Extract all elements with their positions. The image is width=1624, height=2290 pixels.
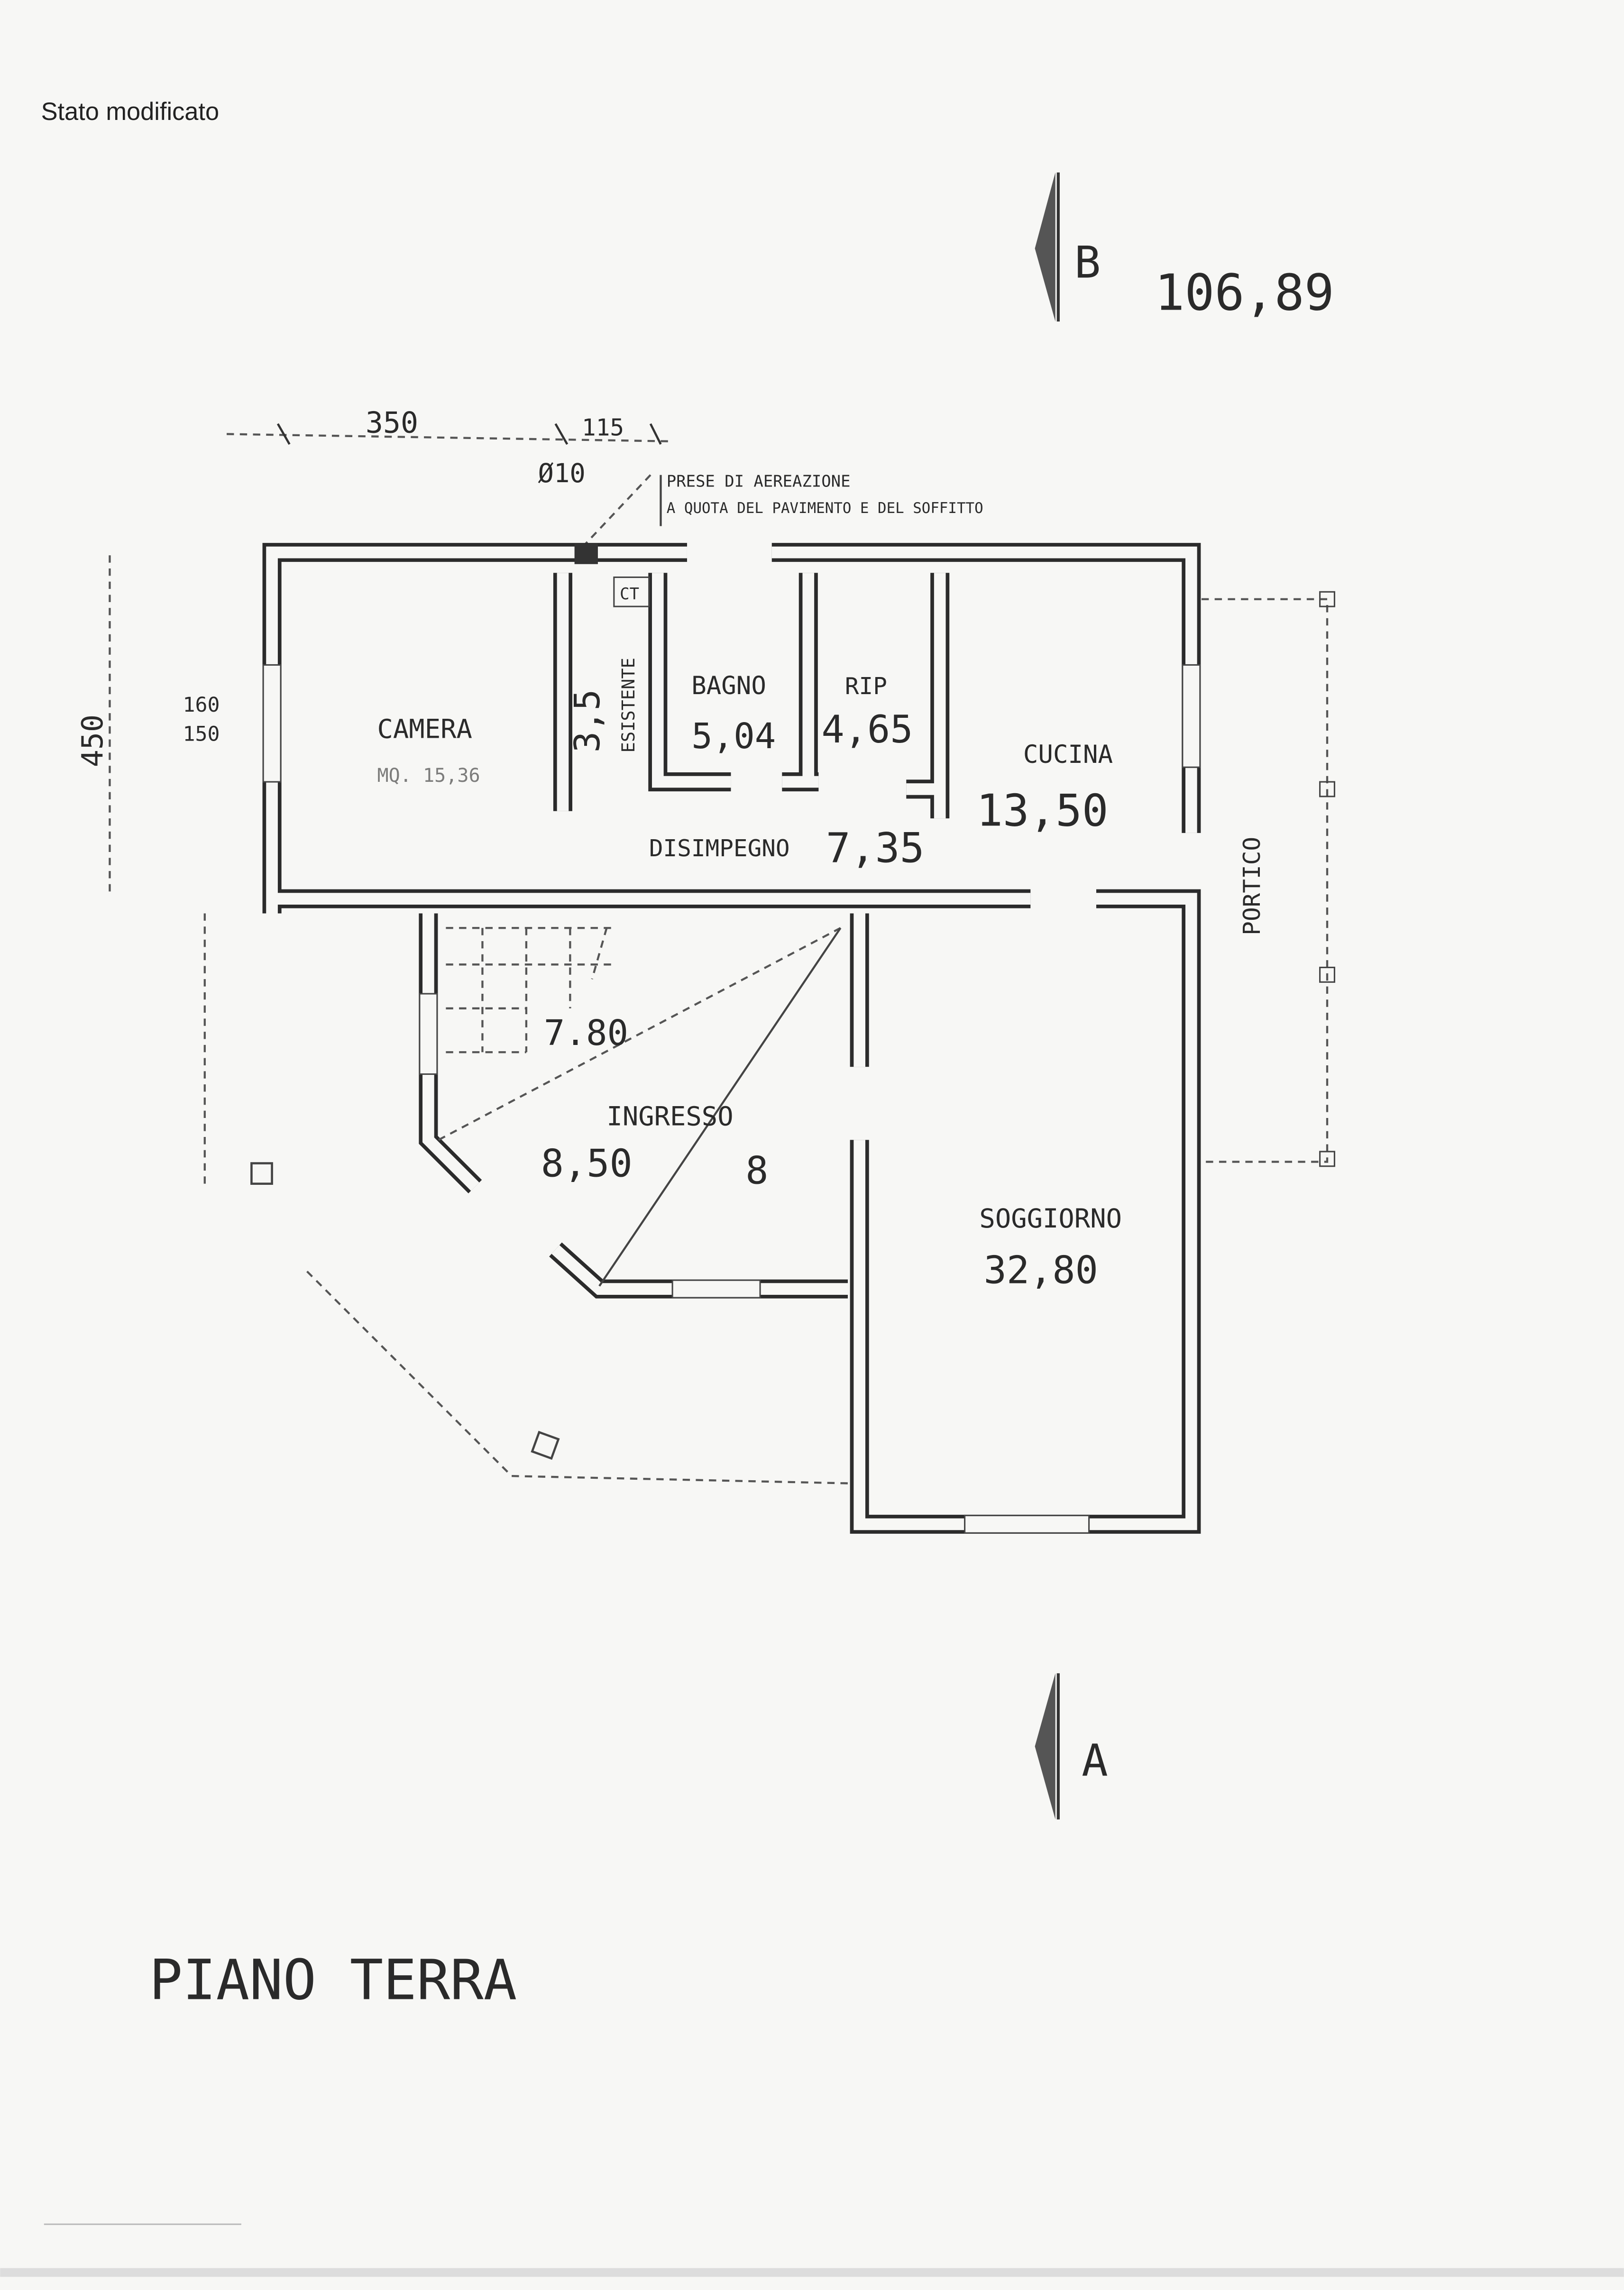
room-name: SOGGIORNO <box>979 1204 1122 1234</box>
floor-label: PIANO TERRA <box>149 1948 517 2013</box>
section-arrow-a: A <box>1035 1673 1108 1820</box>
room-area: MQ. 15,36 <box>377 765 480 787</box>
stairs-area: 7.80 <box>544 1013 628 1053</box>
room-cucina: CUCINA 13,50 <box>976 740 1113 836</box>
dimension-diameter: Ø10 <box>538 458 586 489</box>
room-area: 32,80 <box>984 1248 1098 1292</box>
ct-label: CT <box>620 585 639 603</box>
room-area-extra: 8 <box>745 1149 768 1193</box>
room-disimpegno: DISIMPEGNO 7,35 <box>649 825 925 872</box>
dimension-115: 115 <box>582 414 624 441</box>
room-area: 8,50 <box>541 1141 633 1185</box>
room-name: BAGNO <box>691 671 766 700</box>
elevation-value: 106,89 <box>1155 264 1334 321</box>
room-bagno: BAGNO 5,04 <box>691 671 776 757</box>
room-ingresso: INGRESSO 8,50 8 <box>541 1101 769 1192</box>
room-name: DISIMPEGNO <box>649 834 790 862</box>
dimension-350: 350 <box>366 405 418 440</box>
room-name: RIP <box>845 672 887 700</box>
room-name: CUCINA <box>1023 740 1113 769</box>
dimension-150: 150 <box>183 723 220 746</box>
dimension-450: 450 <box>75 714 110 767</box>
section-letter-a: A <box>1082 1735 1108 1786</box>
room-closet: 3,5 ESISTENTE CT <box>567 585 639 753</box>
page-title: Stato modificato <box>41 98 220 126</box>
room-soggiorno: SOGGIORNO 32,80 <box>979 1204 1122 1292</box>
dimension-lines <box>109 423 673 892</box>
portico-structure <box>203 591 1335 1484</box>
walls <box>262 543 1201 1534</box>
ventilation-note-line2: A QUOTA DEL PAVIMENTO E DEL SOFFITTO <box>667 500 983 517</box>
room-camera: CAMERA MQ. 15,36 <box>377 714 480 787</box>
section-letter-b: B <box>1074 237 1101 288</box>
staircase <box>438 927 842 1287</box>
room-rip: RIP 4,65 <box>822 672 913 751</box>
room-area: 5,04 <box>691 716 776 757</box>
room-name: INGRESSO <box>606 1101 733 1132</box>
room-area: 4,65 <box>822 707 913 751</box>
section-arrow-b: B <box>1035 172 1101 322</box>
ventilation-note-line1: PRESE DI AEREAZIONE <box>667 472 851 490</box>
dimension-160: 160 <box>183 693 220 717</box>
room-area: 3,5 <box>567 689 608 753</box>
room-area: 7,35 <box>826 825 925 872</box>
room-label: ESISTENTE <box>618 658 639 752</box>
room-name: CAMERA <box>377 714 472 745</box>
room-area: 13,50 <box>976 785 1108 836</box>
room-portico: PORTICO <box>1238 837 1266 935</box>
